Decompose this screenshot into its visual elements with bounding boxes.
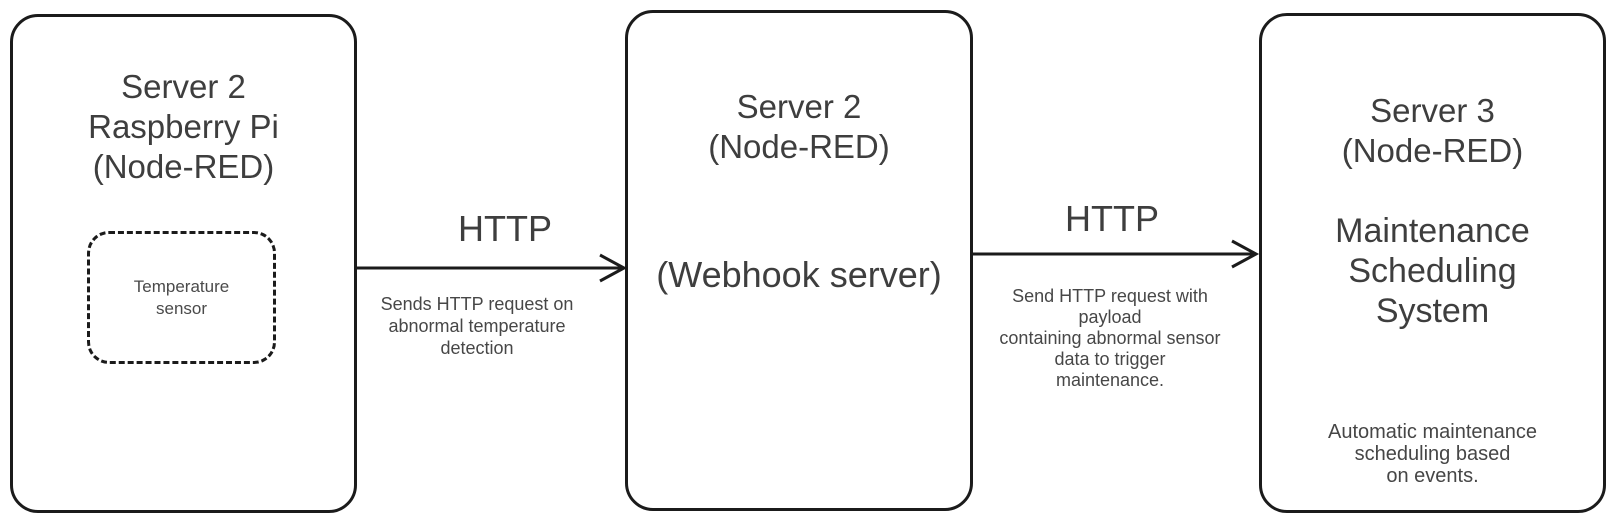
http-edge-description-1: Sends HTTP request on abnormal temperatu…	[380, 294, 574, 358]
http-arrow-1-head	[599, 253, 628, 283]
http-arrow-2-head	[1231, 239, 1260, 269]
http-edge-description-2: Send HTTP request with payload containin…	[999, 286, 1221, 390]
http-arrow-1	[357, 253, 628, 283]
node-server2-webhook-title: Server 2 (Node-RED)	[708, 88, 890, 165]
node-server2-raspberry-pi-title: Server 2 Raspberry Pi (Node-RED)	[88, 68, 279, 185]
temperature-sensor-label: Temperature sensor	[133, 276, 230, 318]
automatic-maintenance-note: Automatic maintenance scheduling based o…	[1327, 421, 1537, 487]
node-server3-maintenance: Server 3 (Node-RED) Maintenance Scheduli…	[1259, 13, 1606, 513]
temperature-sensor-box: Temperature sensor	[87, 231, 276, 364]
webhook-server-subtitle: (Webhook server)	[656, 254, 942, 295]
maintenance-scheduling-system-label: Maintenance Scheduling System	[1335, 212, 1530, 330]
http-arrow-2	[973, 239, 1260, 269]
node-server2-raspberry-pi: Server 2 Raspberry Pi (Node-RED) Tempera…	[10, 14, 357, 513]
http-edge-label-1: HTTP	[458, 208, 552, 249]
http-edge-label-2: HTTP	[1065, 198, 1159, 239]
node-server3-title: Server 3 (Node-RED)	[1341, 92, 1524, 169]
node-server2-webhook: Server 2 (Node-RED) (Webhook server)	[625, 10, 973, 511]
